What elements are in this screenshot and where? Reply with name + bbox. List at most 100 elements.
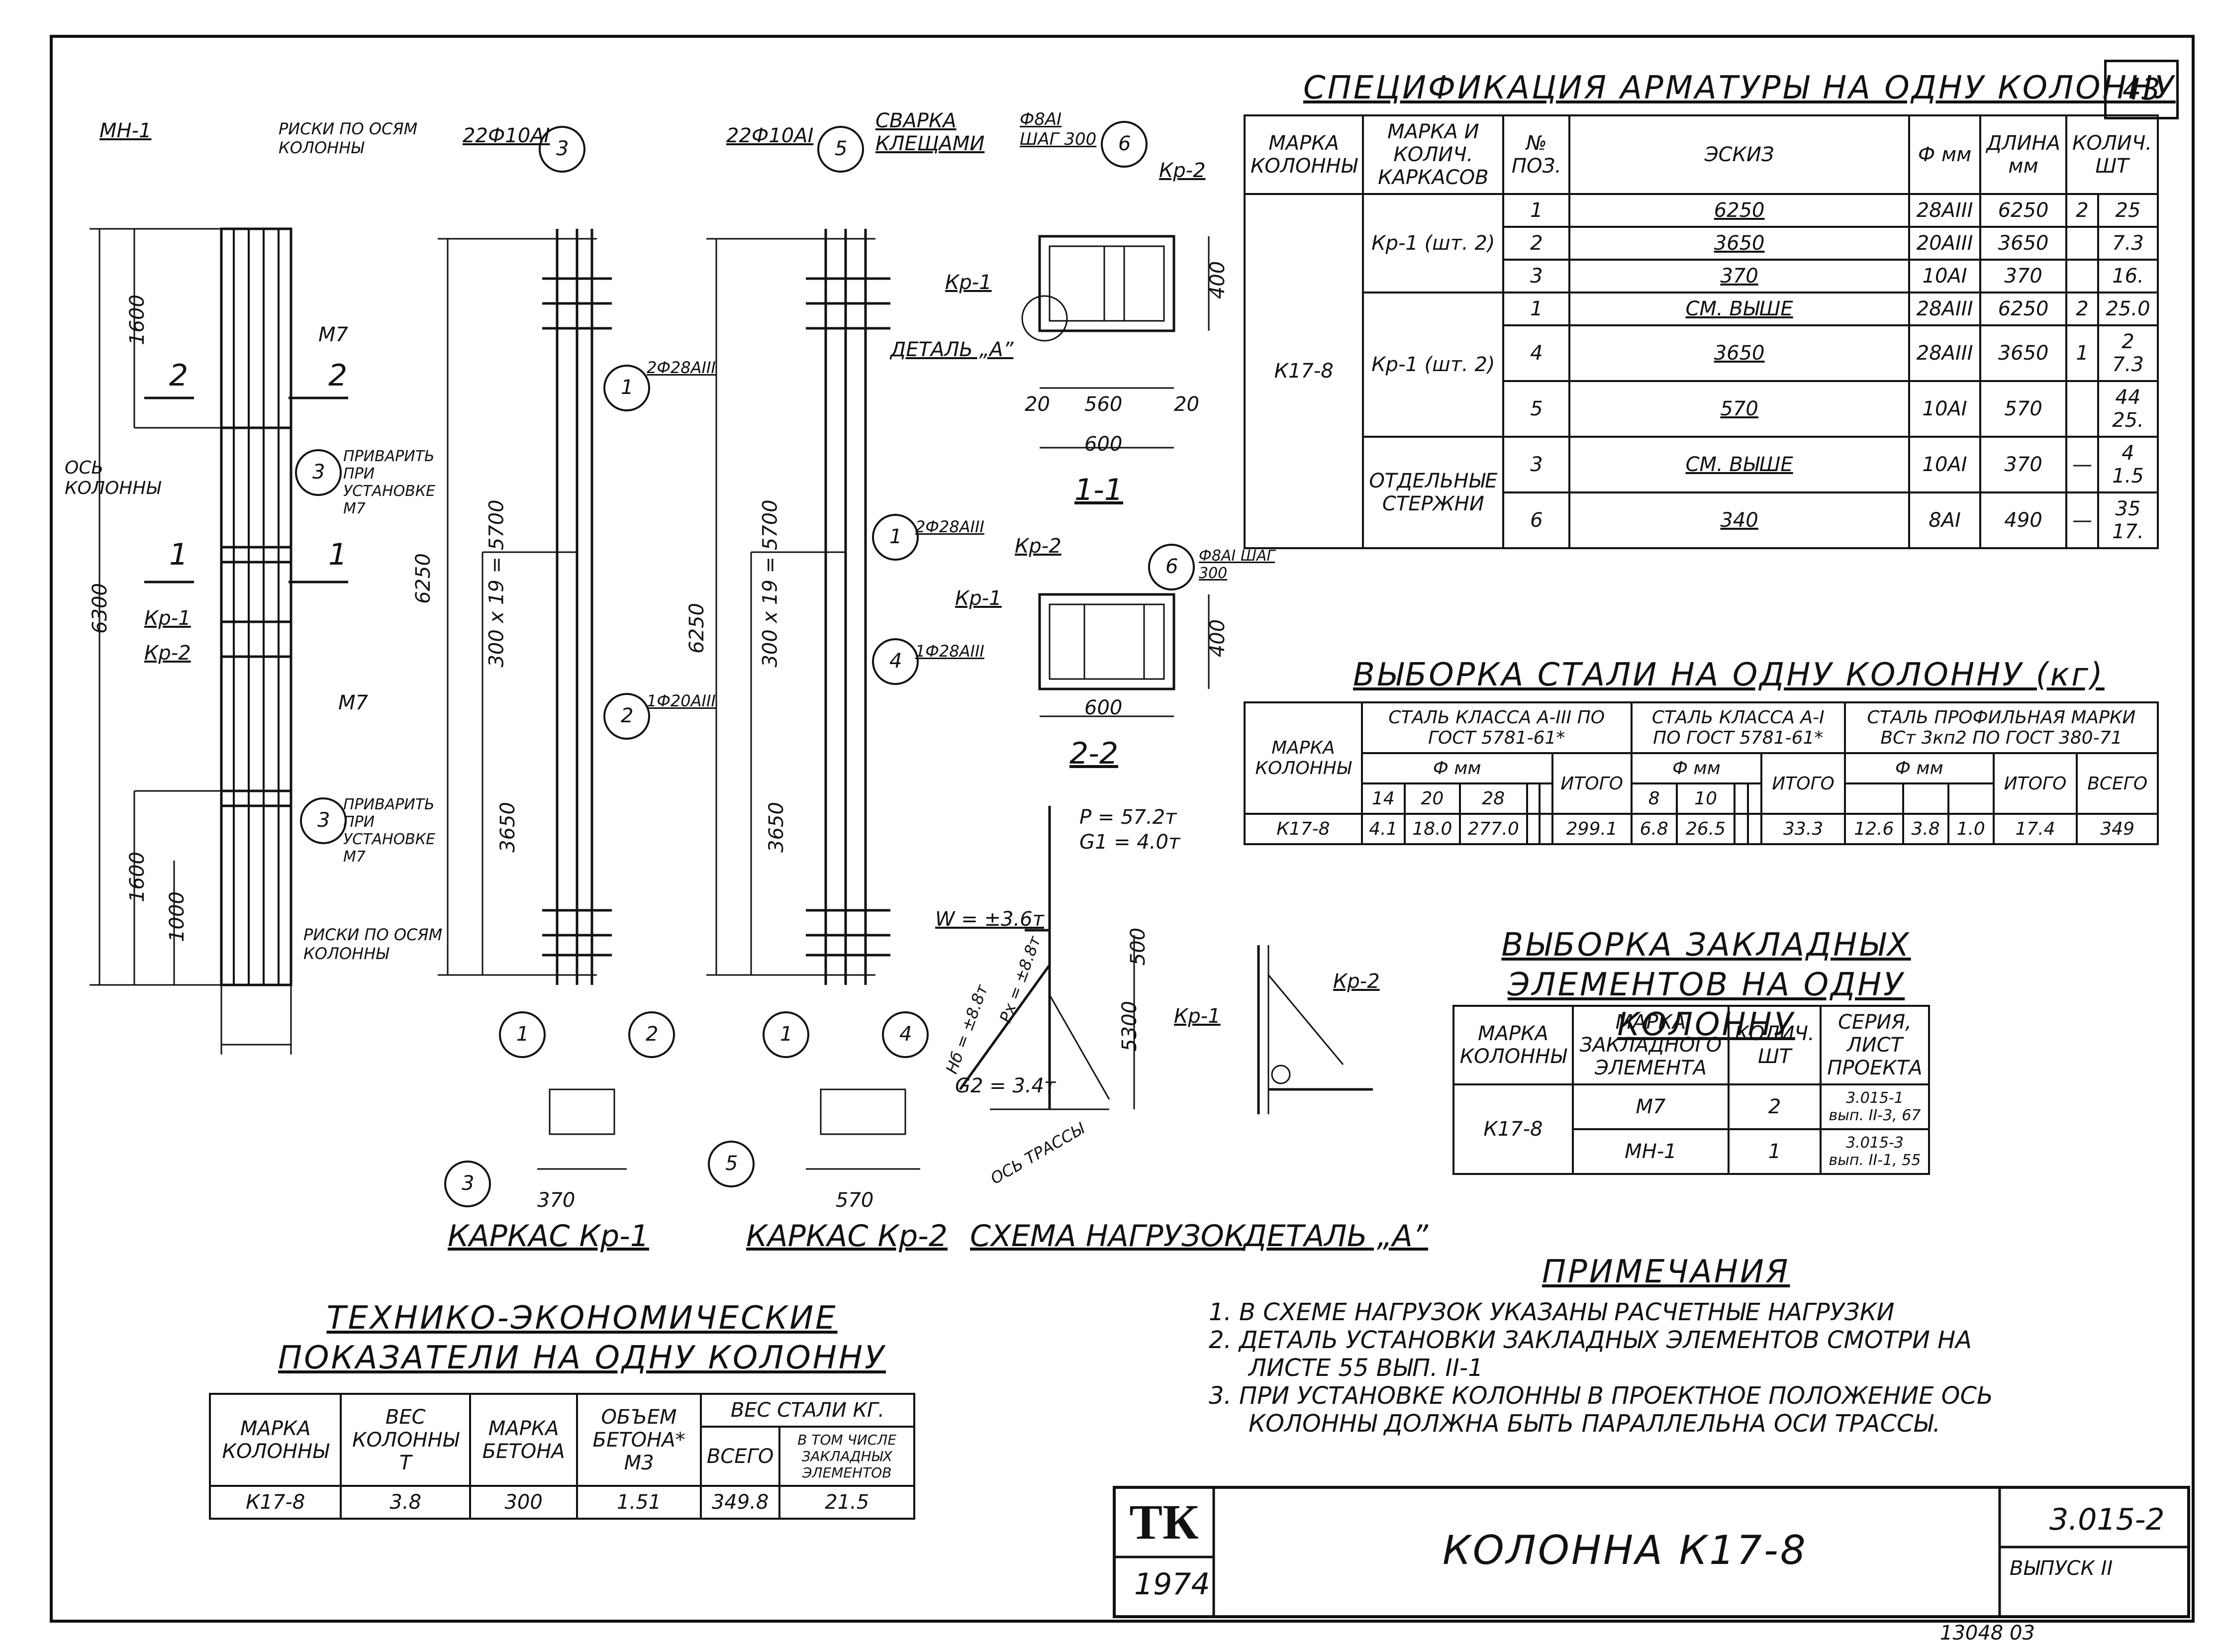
spec-cell-pos: 2 <box>1502 226 1571 261</box>
dim-400-sec2: 400 <box>1206 619 1230 658</box>
spec-title: СПЕЦИФИКАЦИЯ АРМАТУРЫ НА ОДНУ КОЛОННУ <box>1303 70 2176 106</box>
caption-kr1: КАРКАС Кр-1 <box>448 1219 649 1254</box>
steel-d-28: 28 <box>1458 782 1528 815</box>
spec-cell-dia: 28AIII <box>1908 193 1982 228</box>
dim-370: 370 <box>537 1189 576 1212</box>
note-2: 2. ДЕТАЛЬ УСТАНОВКИ ЗАКЛАДНЫХ ЭЛЕМЕНТОВ … <box>1209 1326 1972 1354</box>
spec-h-len: ДЛИНА мм <box>1979 114 2067 195</box>
embedded-table: МАРКА КОЛОННЫ МАРКА ЗАКЛАДНОГО ЭЛЕМЕНТА … <box>1452 1005 1930 1175</box>
pos-4: 4 <box>889 650 902 673</box>
dim-400-sec1: 400 <box>1206 261 1230 299</box>
label-kr1-col: Кр-1 <box>144 607 191 630</box>
steel-d-10: 10 <box>1675 782 1736 815</box>
tech-v-volume: 1.51 <box>576 1485 702 1520</box>
spec-cell-sketch: 3650 <box>1568 226 1910 261</box>
steel-d-p1 <box>1843 782 1904 815</box>
label-f8-step-mid: Ф8АI ШАГ 300 <box>1199 547 1275 582</box>
tech-h-volume: ОБЪЕМ БЕТОНА* М3 <box>576 1393 702 1487</box>
tech-h-weight: ВЕС КОЛОННЫ Т <box>340 1393 472 1487</box>
rebar-22f10-kr1: 22Ф10АI <box>463 124 550 147</box>
steel-v-total-a1: 33.3 <box>1760 813 1846 845</box>
emb-h-element: МАРКА ЗАКЛАДНОГО ЭЛЕМЕНТА <box>1571 1005 1730 1085</box>
pos-6-top: 6 <box>1118 132 1131 155</box>
spec-cell-total: 35 17. <box>2097 491 2159 549</box>
embedded-title: ВЫБОРКА ЗАКЛАДНЫХ ЭЛЕМЕНТОВ НА ОДНУ КОЛО… <box>1501 927 1911 1043</box>
spec-cell-len: 6250 <box>1979 193 2067 228</box>
caption-detail: ДЕТАЛЬ „А” <box>1244 1219 1429 1254</box>
spec-frame: Кр-1 (шт. 2) <box>1362 193 1505 293</box>
spec-cell-pos: 1 <box>1502 193 1571 228</box>
dim-20-right: 20 <box>1174 393 1199 416</box>
steel-title: ВЫБОРКА СТАЛИ НА ОДНУ КОЛОННУ (кг) <box>1353 657 2105 693</box>
spec-cell-dia: 28AIII <box>1908 292 1982 326</box>
title-series: 3.015-2 <box>2049 1502 2165 1537</box>
steel-d-14: 14 <box>1360 782 1406 815</box>
steel-h-marka: МАРКА КОЛОННЫ <box>1244 701 1363 815</box>
spec-cell-pos: 4 <box>1502 324 1571 382</box>
spec-cell-qty: 2 <box>2065 292 2099 326</box>
spec-cell-qty: — <box>2065 436 2099 493</box>
steel-v-marka: К17-8 <box>1244 813 1363 845</box>
steel-h-phi-profile: Ф мм <box>1843 752 1995 784</box>
steel-h-a3: СТАЛЬ КЛАССА А-III ПО ГОСТ 5781-61* <box>1360 701 1633 754</box>
note-3-cont: КОЛОННЫ ДОЛЖНА БЫТЬ ПАРАЛЛЕЛЬНА ОСИ ТРАС… <box>1249 1410 1941 1438</box>
steel-d-empty-3 <box>1734 782 1749 815</box>
rebar-1f28: 1Ф28АIII <box>915 642 984 661</box>
spec-cell-len: 3650 <box>1979 226 2067 261</box>
dim-3650-kr1: 3650 <box>496 802 519 853</box>
spec-cell-total: 25 <box>2097 193 2159 228</box>
spec-table: МАРКА КОЛОННЫ МАРКА И КОЛИЧ. КАРКАСОВ № … <box>1243 114 2159 549</box>
steel-h-profile: СТАЛЬ ПРОФИЛЬНАЯ МАРКИ ВСт 3кп2 ПО ГОСТ … <box>1843 701 2159 754</box>
dim-600-sec2: 600 <box>1084 696 1123 719</box>
spec-cell-sketch: 6250 <box>1568 193 1910 228</box>
title-name: КОЛОННА К17-8 <box>1443 1527 1808 1573</box>
spec-cell-total: 25.0 <box>2097 292 2159 326</box>
emb-h-qty: КОЛИЧ. ШТ <box>1728 1005 1822 1085</box>
pos-5-kr2: 5 <box>725 1152 738 1175</box>
pos-1-kr1: 1 <box>516 1023 529 1046</box>
spec-frame: ОТДЕЛЬНЫЕ СТЕРЖНИ <box>1362 436 1505 549</box>
title-year: 1974 <box>1134 1567 1210 1602</box>
tech-title: ТЕХНИКО-ЭКОНОМИЧЕСКИЕ ПОКАЗАТЕЛИ НА ОДНУ… <box>278 1300 886 1376</box>
steel-h-phi-a3: Ф мм <box>1360 752 1553 784</box>
spec-cell-dia: 10AI <box>1908 259 1982 293</box>
spec-cell-qty <box>2065 380 2099 438</box>
label-kr1-detail: Кр-1 <box>1174 1005 1221 1028</box>
pos-3-col-a: 3 <box>312 461 325 484</box>
spec-cell-qty: 2 <box>2065 193 2099 228</box>
note-2-cont: ЛИСТЕ 55 ВЫП. II-1 <box>1249 1354 1483 1382</box>
caption-section-1-1: 1-1 <box>1074 473 1123 507</box>
pos-3-col-b: 3 <box>317 809 330 832</box>
spec-cell-len: 490 <box>1979 491 2067 549</box>
spec-cell-sketch: 570 <box>1568 380 1910 438</box>
steel-v-8: 6.8 <box>1630 813 1678 845</box>
emb-v-qty-1: 1 <box>1728 1128 1822 1175</box>
spec-cell-len: 3650 <box>1979 324 2067 382</box>
spec-cell-dia: 10AI <box>1908 380 1982 438</box>
spec-cell-len: 570 <box>1979 380 2067 438</box>
steel-d-empty-2 <box>1539 782 1553 815</box>
label-marks-axes-bottom: РИСКИ ПО ОСЯМ КОЛОННЫ <box>303 925 443 963</box>
load-p: P = 57.2т <box>1079 806 1177 829</box>
section-1-left: 1 <box>169 537 189 572</box>
spec-cell-pos: 3 <box>1502 259 1571 293</box>
emb-v-marka: К17-8 <box>1452 1083 1574 1175</box>
steel-h-a1: СТАЛЬ КЛАССА А-I ПО ГОСТ 5781-61* <box>1630 701 1846 754</box>
rebar-2f28-kr2: 2Ф28АIII <box>915 517 984 536</box>
spec-column-mark: К17-8 <box>1243 193 1364 549</box>
spec-cell-qty: — <box>2065 491 2099 549</box>
spec-cell-dia: 20AIII <box>1908 226 1982 261</box>
spec-h-sketch: ЭСКИЗ <box>1568 114 1910 195</box>
steel-v-p3: 1.0 <box>1947 813 1995 845</box>
load-g1: G1 = 4.0т <box>1079 831 1180 854</box>
load-w: W = ±3.6т <box>935 908 1044 931</box>
spec-cell-len: 370 <box>1979 259 2067 293</box>
dim-570: 570 <box>836 1189 874 1212</box>
spec-cell-total: 2 7.3 <box>2097 324 2159 382</box>
caption-loads: СХЕМА НАГРУЗОК <box>970 1219 1246 1254</box>
